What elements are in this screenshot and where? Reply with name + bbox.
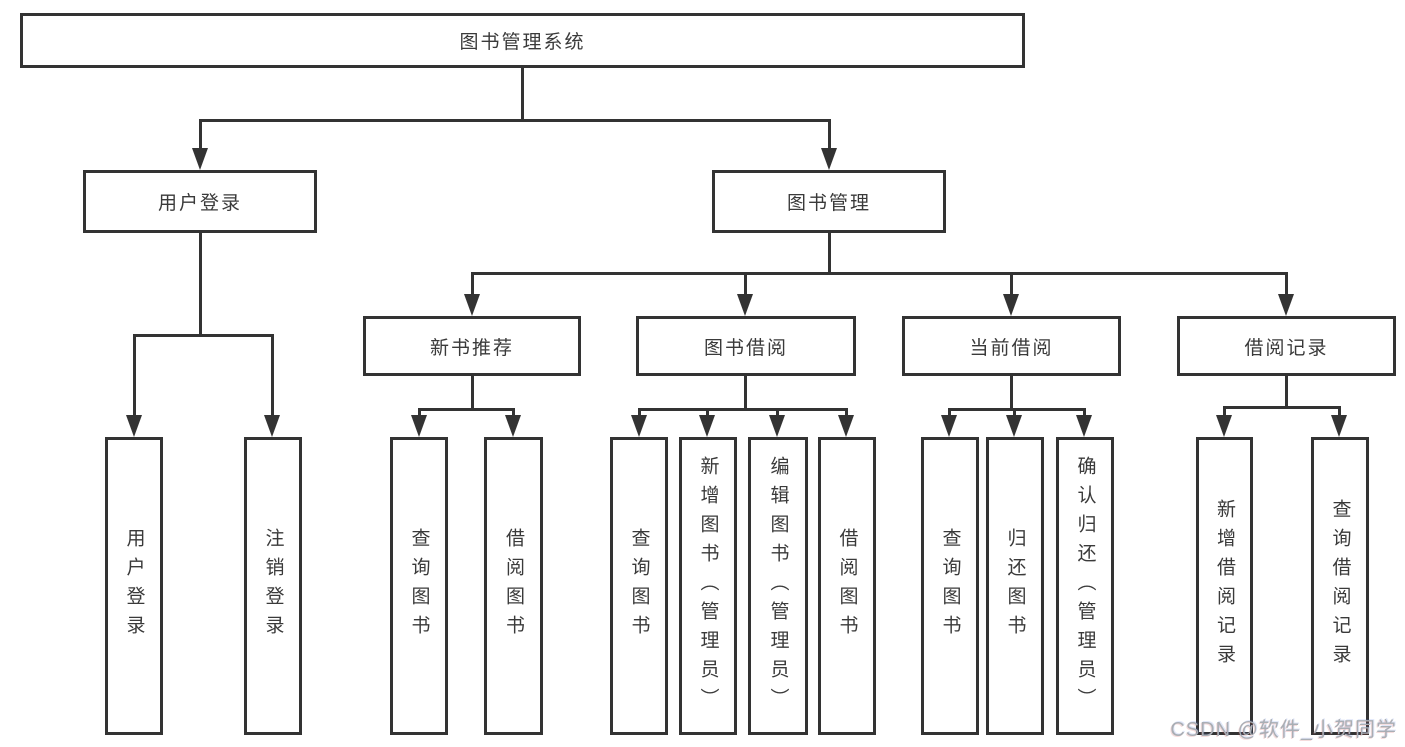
leaf-label: 查询图书: [939, 528, 961, 644]
leaf-label: 借阅图书: [836, 528, 858, 644]
leaf-newbook-borrow-books: 借阅图书: [484, 437, 543, 735]
arrow-down-icon: [1216, 415, 1232, 437]
connector-line: [828, 231, 831, 274]
connector-line: [471, 272, 1288, 275]
arrow-down-icon: [769, 415, 785, 437]
node-label: 借阅记录: [1244, 337, 1329, 359]
connector-line: [948, 408, 951, 417]
connector-line: [638, 408, 848, 411]
node-book-borrowing: 图书借阅: [636, 316, 856, 376]
leaf-label: 编辑图书（管理员）: [767, 455, 789, 717]
node-label: 图书借阅: [703, 337, 788, 359]
leaf-borrowing-edit-books-admin: 编辑图书（管理员）: [748, 437, 808, 735]
arrow-down-icon: [411, 415, 427, 437]
connector-line: [418, 408, 515, 411]
connector-line: [418, 408, 421, 417]
leaf-borrowing-add-books-admin: 新增图书（管理员）: [679, 437, 737, 735]
leaf-label: 确认归还（管理员）: [1074, 455, 1096, 717]
arrow-down-icon: [699, 415, 715, 437]
leaf-label: 用户登录: [123, 528, 145, 644]
connector-line: [1010, 272, 1013, 296]
leaf-current-return-books: 归还图书: [986, 437, 1044, 735]
leaf-current-query-books: 查询图书: [921, 437, 979, 735]
connector-line: [948, 408, 1086, 411]
arrow-down-icon: [1003, 294, 1019, 316]
leaf-newbook-query-books: 查询图书: [390, 437, 448, 735]
connector-line: [1285, 374, 1288, 408]
leaf-borrowing-query-books: 查询图书: [610, 437, 668, 735]
arrow-down-icon: [631, 415, 647, 437]
arrow-down-icon: [464, 294, 480, 316]
node-borrowing-records: 借阅记录: [1177, 316, 1396, 376]
node-label: 图书管理系统: [459, 32, 586, 53]
connector-line: [744, 272, 747, 296]
arrow-down-icon: [838, 415, 854, 437]
connector-line: [471, 272, 474, 296]
node-label: 当前借阅: [969, 337, 1054, 359]
connector-line: [521, 65, 524, 121]
leaf-records-query-record: 查询借阅记录: [1311, 437, 1369, 735]
leaf-label: 归还图书: [1004, 528, 1026, 644]
connector-line: [1013, 408, 1016, 417]
connector-line: [1285, 272, 1288, 296]
leaf-current-confirm-return-admin: 确认归还（管理员）: [1056, 437, 1114, 735]
node-label: 用户登录: [157, 193, 242, 214]
arrow-down-icon: [192, 148, 208, 170]
connector-line: [706, 408, 709, 417]
leaf-label: 注销登录: [262, 528, 284, 644]
connector-line: [271, 334, 274, 417]
leaf-label: 查询图书: [408, 528, 430, 644]
leaf-label: 查询借阅记录: [1329, 499, 1351, 673]
leaf-user-login: 用户登录: [105, 437, 163, 735]
connector-line: [471, 374, 474, 410]
node-label: 新书推荐: [429, 337, 514, 359]
connector-line: [199, 231, 202, 336]
leaf-label: 借阅图书: [503, 528, 524, 644]
connector-line: [199, 119, 202, 150]
arrow-down-icon: [505, 415, 521, 437]
connector-line: [638, 408, 641, 417]
connector-line: [776, 408, 779, 417]
node-current-borrowing: 当前借阅: [902, 316, 1121, 376]
leaf-label: 新增图书（管理员）: [697, 455, 719, 717]
arrow-down-icon: [1331, 415, 1347, 437]
connector-line: [1223, 406, 1341, 409]
connector-line: [199, 119, 831, 122]
node-book-management: 图书管理: [712, 170, 946, 233]
connector-line: [1083, 408, 1086, 417]
node-label: 图书管理: [786, 193, 871, 214]
leaf-label: 新增借阅记录: [1214, 499, 1235, 673]
connector-line: [828, 119, 831, 150]
connector-line: [1338, 406, 1341, 417]
arrow-down-icon: [126, 415, 142, 437]
connector-line: [845, 408, 848, 417]
connector-line: [1010, 374, 1013, 410]
leaf-records-add-record: 新增借阅记录: [1196, 437, 1253, 735]
leaf-label: 查询图书: [628, 528, 650, 644]
arrow-down-icon: [264, 415, 280, 437]
connector-line: [133, 334, 274, 337]
node-user-login: 用户登录: [83, 170, 317, 233]
connector-line: [744, 374, 747, 410]
arrow-down-icon: [1076, 415, 1092, 437]
node-library-management-system: 图书管理系统: [20, 13, 1025, 68]
connector-line: [1223, 406, 1226, 417]
arrow-down-icon: [737, 294, 753, 316]
arrow-down-icon: [941, 415, 957, 437]
arrow-down-icon: [1278, 294, 1294, 316]
connector-line: [512, 408, 515, 417]
leaf-borrowing-borrow-books: 借阅图书: [818, 437, 876, 735]
watermark: CSDN @软件_小贺同学: [1170, 719, 1397, 741]
connector-line: [133, 334, 136, 417]
arrow-down-icon: [821, 148, 837, 170]
node-new-book-recommend: 新书推荐: [363, 316, 581, 376]
leaf-logout: 注销登录: [244, 437, 302, 735]
arrow-down-icon: [1006, 415, 1022, 437]
